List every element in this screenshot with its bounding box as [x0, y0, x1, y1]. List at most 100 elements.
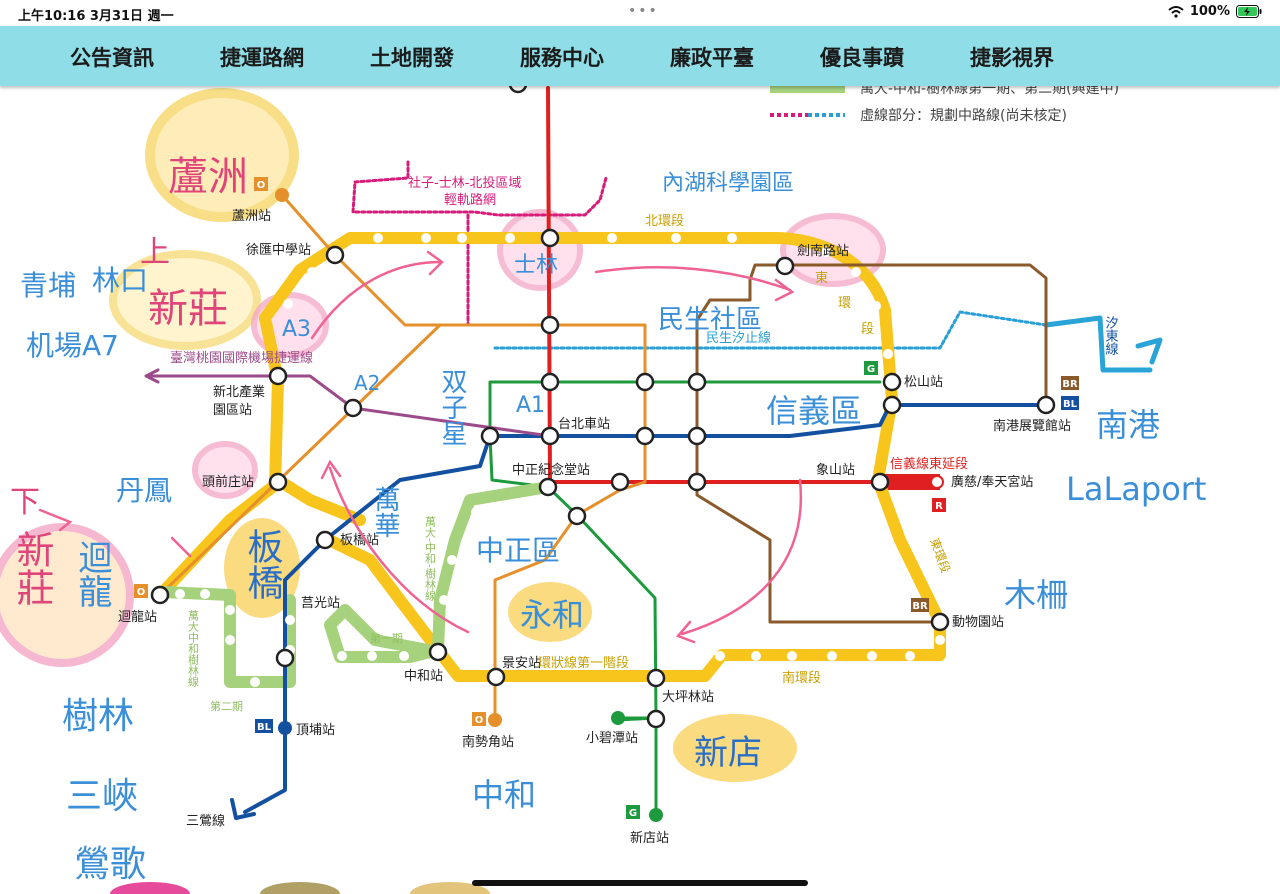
station-marker-touqianzhuang[interactable]	[268, 472, 288, 492]
station-marker-d[interactable]	[635, 372, 655, 392]
station-marker-dapinglin[interactable]	[646, 668, 666, 688]
route-dots	[175, 233, 945, 687]
label-east-ring-lower: 東環段	[927, 536, 953, 575]
station-marker-h[interactable]	[687, 426, 707, 446]
note-xindian: 新店	[694, 733, 762, 773]
status-time: 上午10:16 3月31日 週一	[18, 9, 174, 24]
nav-achievements[interactable]: 優良事蹟	[820, 46, 904, 70]
note-a2: A2	[354, 371, 380, 395]
terminal-xindian[interactable]	[649, 808, 663, 822]
badge-orange-nanshijiao: O	[475, 715, 484, 726]
label-wanda-upper: 萬大-中和-樹林線	[424, 516, 437, 601]
note-zhonghe: 中和	[472, 776, 536, 814]
note-linkou: 林口	[92, 264, 148, 297]
badge-brown-zoo: BR	[912, 601, 928, 612]
station-marker-a2[interactable]	[343, 398, 363, 418]
label-xinbei-1: 新北產業	[213, 384, 265, 400]
station-marker-banqiao[interactable]	[315, 530, 335, 550]
label-cks: 中正紀念堂站	[512, 462, 590, 478]
label-xinyi-ext: 信義線東延段	[890, 456, 968, 472]
label-dapinglin: 大坪林站	[662, 690, 714, 705]
station-marker-zhonghe[interactable]	[428, 642, 448, 662]
badge-blue-dingpu: BL	[257, 722, 272, 733]
nav-integrity[interactable]: 廉政平臺	[670, 46, 754, 70]
nav-announcements[interactable]: 公告資訊	[70, 46, 154, 70]
station-marker-j[interactable]	[687, 472, 707, 492]
station-marker-shilin[interactable]	[540, 228, 560, 248]
note-shulin: 樹林	[62, 696, 134, 737]
multitask-dots[interactable]: •••	[628, 3, 659, 19]
label-airport-mrt: 臺灣桃園國際機場捷運線	[170, 350, 313, 366]
nav-media[interactable]: 捷影視界	[970, 46, 1054, 70]
note-xinzhuang-upper: 新莊	[148, 286, 228, 332]
station-marker-i[interactable]	[610, 472, 630, 492]
arrow-shilin-east	[594, 266, 795, 302]
station-marker-zoo[interactable]	[930, 612, 950, 632]
terminal-guangci[interactable]	[930, 475, 944, 489]
label-east-ring-3: 段	[861, 322, 874, 337]
station-marker-cks[interactable]	[538, 477, 558, 497]
badges: O O O G G R BL BL BR BR	[134, 177, 1079, 819]
station-marker-songshan[interactable]	[882, 372, 902, 392]
station-marker-k[interactable]	[567, 506, 587, 526]
station-labels: 蘆洲站 徐匯中學站 新北產業 園區站 頭前庄站 板橋站 莒光站 迴龍站 中和站 …	[118, 209, 1071, 846]
note-banqiao: 板橋	[242, 528, 283, 600]
note-shuangzixing: 双子星	[437, 368, 467, 446]
label-phase2: 第二期	[210, 699, 243, 713]
xidong-arrow	[1135, 337, 1163, 365]
line-brown	[695, 263, 1048, 624]
note-zhongzheng: 中正區	[476, 534, 560, 567]
note-qingpu: 青埔	[20, 269, 76, 302]
station-marker-huilong[interactable]	[150, 585, 170, 605]
line-orange	[158, 193, 647, 722]
legend-text-dotted: 虛線部分：規劃中路線(尚未核定)	[860, 108, 1067, 124]
note-xinzhuang-lower: 新莊	[10, 530, 54, 606]
airport-arrow	[144, 368, 160, 384]
nav-network[interactable]: 捷運路網	[220, 46, 304, 70]
station-marker-xuhui[interactable]	[325, 245, 345, 265]
terminal-nanshijiao[interactable]	[488, 713, 502, 727]
terminal-xiaobitan[interactable]	[611, 711, 625, 725]
note-shilin: 士林	[514, 253, 558, 278]
highlight-touqianzhuang	[192, 441, 258, 499]
label-touqianzhuang: 頭前庄站	[202, 474, 254, 490]
station-marker-jingan[interactable]	[486, 667, 506, 687]
station-marker-jiannan[interactable]	[775, 256, 795, 276]
station-marker-f[interactable]	[480, 426, 500, 446]
station-marker-xinbei[interactable]	[268, 366, 288, 386]
station-marker-e[interactable]	[687, 372, 707, 392]
badge-orange-luzhou: O	[257, 180, 266, 191]
badge-green-songshan: G	[867, 364, 875, 375]
station-marker-c[interactable]	[540, 372, 560, 392]
badge-blue-nangang: BL	[1063, 399, 1078, 410]
station-marker-xiangshan[interactable]	[870, 472, 890, 492]
handwritten-arrows	[38, 250, 803, 644]
line-labels: 臺灣桃園國際機場捷運線 北環段 東 環 段 東環段 南環段 民生汐止線 汐東線 …	[170, 175, 1118, 713]
terminal-dingpu[interactable]	[278, 721, 292, 735]
arrow-xinzhuang-lower	[38, 508, 73, 532]
label-xindian: 新店站	[630, 830, 669, 846]
station-marker-b[interactable]	[882, 395, 902, 415]
station-marker-a[interactable]	[540, 315, 560, 335]
note-lalaport: LaLaport	[1066, 470, 1206, 508]
home-indicator[interactable]	[472, 880, 808, 886]
note-yonghe: 永和	[520, 596, 584, 634]
line-blue	[243, 403, 1048, 814]
label-xinbei-2: 園區站	[213, 403, 252, 418]
arrow-xiangshan-south	[675, 478, 803, 644]
station-marker-m[interactable]	[646, 709, 666, 729]
station-marker-g[interactable]	[635, 426, 655, 446]
label-jingan: 景安站	[502, 656, 541, 671]
station-marker-nangang[interactable]	[1036, 395, 1056, 415]
station-marker-l[interactable]	[275, 648, 295, 668]
status-right: 100%	[1168, 4, 1262, 19]
terminal-luzhou[interactable]	[275, 188, 289, 202]
handwritten-notes: 蘆洲 內湖科學園區 青埔 林口 机場A7 上 新莊 A3 A2 A1 士林 民生…	[10, 154, 1206, 885]
station-marker-taipei[interactable]	[540, 426, 560, 446]
nav-land-dev[interactable]: 土地開發	[370, 46, 454, 70]
major-stations	[150, 74, 1056, 729]
badge-green-xindian: G	[629, 808, 637, 819]
label-east-ring-1: 東	[815, 270, 828, 286]
nav-service[interactable]: 服務中心	[520, 46, 604, 70]
